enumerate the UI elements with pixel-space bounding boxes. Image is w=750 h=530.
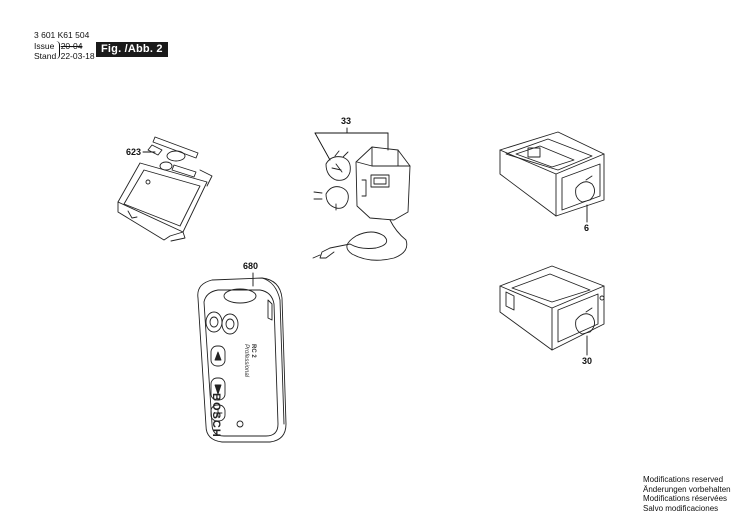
remote-brand-label: BOSCH xyxy=(210,393,222,438)
header-block: 3 601 K61 504 Issue 20-04 Stand 22-03-18 xyxy=(34,30,95,62)
charger-adapter-icon xyxy=(312,127,411,261)
remote-model-label: RC 2 xyxy=(250,344,256,358)
figure-label: Fig. /Abb. 2 xyxy=(96,42,168,57)
issue-label: Issue xyxy=(34,40,55,51)
remote-control-icon xyxy=(197,272,287,443)
modification-notes: Modifications reserved Änderungen vorbeh… xyxy=(643,475,731,513)
note-de: Änderungen vorbehalten xyxy=(643,484,731,494)
stand-value: 22-03-18 xyxy=(60,51,95,61)
issue-value: 20-04 xyxy=(60,40,83,51)
part-callout-680: 680 xyxy=(243,261,259,271)
part-callout-33: 33 xyxy=(341,116,352,126)
battery-box-icon xyxy=(499,265,605,356)
battery-cover-icon xyxy=(117,136,213,242)
header-brace xyxy=(56,41,60,59)
part-callout-6: 6 xyxy=(584,223,590,233)
doc-number: 3 601 K61 504 xyxy=(34,30,90,40)
note-en: Modifications reserved xyxy=(643,475,724,484)
battery-pack-icon xyxy=(499,131,605,223)
stand-row: Stand 22-03-18 xyxy=(34,51,95,62)
issue-row: Issue 20-04 xyxy=(34,41,95,52)
note-fr: Modifications réservées xyxy=(643,494,728,504)
remote-line-label: Professional xyxy=(243,344,249,378)
part-callout-30: 30 xyxy=(582,356,593,366)
part-callout-623: 623 xyxy=(126,147,142,157)
note-es: Salvo modificaciones xyxy=(643,503,719,513)
stand-label: Stand xyxy=(34,51,57,61)
